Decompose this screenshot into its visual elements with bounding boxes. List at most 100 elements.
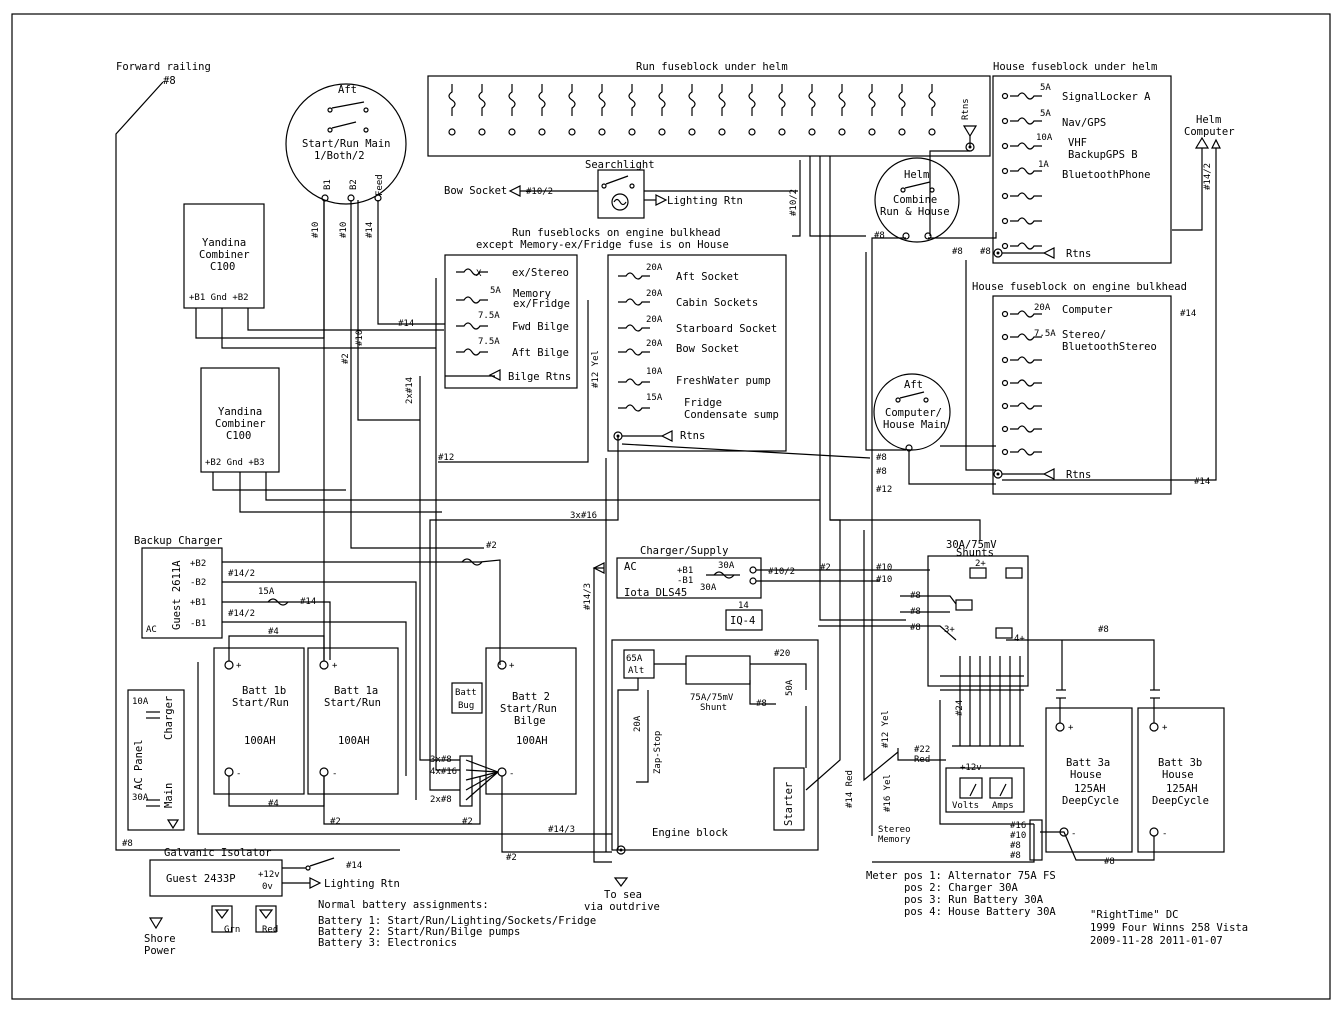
svg-text:BluetoothPhone: BluetoothPhone xyxy=(1062,169,1151,181)
svg-text:B1: B1 xyxy=(323,179,333,190)
aft-start-run-switch: Aft Start/Run Main 1/Both/2 B1 B2 Feed xyxy=(285,83,407,205)
svg-text:Charger: Charger xyxy=(163,696,175,740)
svg-text:14: 14 xyxy=(738,601,749,611)
svg-text:#14/3: #14/3 xyxy=(548,825,575,835)
svg-text:Main: Main xyxy=(163,783,175,808)
svg-text:4+: 4+ xyxy=(1014,634,1025,644)
svg-text:Lighting Rtn: Lighting Rtn xyxy=(667,195,743,207)
title-block: "RightTime" DC 1999 Four Winns 258 Vista… xyxy=(1090,909,1248,947)
svg-text:House Main: House Main xyxy=(883,419,946,431)
svg-text:#8: #8 xyxy=(1098,625,1109,635)
svg-text:#8: #8 xyxy=(876,467,887,477)
svg-text:Amps: Amps xyxy=(992,801,1014,811)
svg-text:+12v: +12v xyxy=(960,763,982,773)
svg-text:30A: 30A xyxy=(132,793,149,803)
svg-text:Normal battery assignments:: Normal battery assignments: xyxy=(318,899,489,911)
svg-text:Shunt: Shunt xyxy=(700,703,727,713)
house-fuseblock-engine-bulkhead: House fuseblock on engine bulkhead 20A C… xyxy=(972,281,1187,495)
fuse-terminal xyxy=(838,128,846,136)
svg-text:#14/3: #14/3 xyxy=(583,583,593,610)
fuse-terminal xyxy=(1001,402,1009,410)
fuse-terminal xyxy=(1001,448,1009,456)
svg-text:#8: #8 xyxy=(874,231,885,241)
run-fuseblocks-engine-bulkhead: Run fuseblocks on engine bulkhead except… xyxy=(444,227,787,452)
svg-text:IQ-4: IQ-4 xyxy=(730,615,755,627)
charger-supply: Charger/Supply AC +B1 -B1 30A 30A Iota D… xyxy=(592,545,763,631)
svg-text:#10: #10 xyxy=(339,222,349,238)
svg-text:C100: C100 xyxy=(210,261,235,273)
backup-charger: Backup Charger +B2 -B2 +B1 -B1 Guest 261… xyxy=(134,535,275,639)
house-helm-fuse xyxy=(1010,142,1042,150)
svg-text:Yandina: Yandina xyxy=(202,237,246,249)
run-bulkhead-fuse xyxy=(456,268,488,276)
svg-text:#8: #8 xyxy=(1010,851,1021,861)
fuse-terminal xyxy=(778,128,786,136)
svg-text:Backup Charger: Backup Charger xyxy=(134,535,223,547)
fuse-terminal xyxy=(1001,167,1009,175)
svg-text:except Memory-ex/Fridge fuse i: except Memory-ex/Fridge fuse is on House xyxy=(476,239,729,251)
svg-text:100AH: 100AH xyxy=(244,735,276,747)
svg-text:ex/Stereo: ex/Stereo xyxy=(512,267,569,279)
svg-text:#2: #2 xyxy=(820,563,831,573)
run-helm-fuse xyxy=(568,84,576,116)
svg-text:#10: #10 xyxy=(1010,831,1026,841)
fuse-terminal xyxy=(538,128,546,136)
svg-text:100AH: 100AH xyxy=(516,735,548,747)
svg-text:Helm: Helm xyxy=(1196,114,1221,126)
svg-text:#12 Yel: #12 Yel xyxy=(591,350,601,388)
svg-text:Batt: Batt xyxy=(455,688,477,698)
svg-text:#10/2: #10/2 xyxy=(526,187,553,197)
run-bulkhead-fuse xyxy=(456,348,488,356)
svg-text:Bug: Bug xyxy=(458,701,474,711)
svg-text:3+: 3+ xyxy=(944,625,955,635)
svg-text:#2: #2 xyxy=(486,541,497,551)
run-helm-fuse xyxy=(538,84,546,116)
svg-text:#12 Yel: #12 Yel xyxy=(881,710,891,748)
svg-text:1999 Four Winns 258 Vista: 1999 Four Winns 258 Vista xyxy=(1090,922,1248,934)
run-bulkhead-fuse xyxy=(618,348,650,356)
svg-text:Batt 3a: Batt 3a xyxy=(1066,757,1110,769)
svg-text:#14: #14 xyxy=(300,597,316,607)
svg-text:Computer: Computer xyxy=(1184,126,1235,138)
house-fuseblock-helm-title: House fuseblock under helm xyxy=(993,61,1157,73)
svg-text:To sea: To sea xyxy=(604,889,642,901)
run-helm-fuse xyxy=(928,84,936,116)
svg-text:pos 4: House Battery 30A: pos 4: House Battery 30A xyxy=(904,906,1056,918)
svg-text:2x#8: 2x#8 xyxy=(430,795,452,805)
engine-block: Engine block 65A Alt 75A/75mV Shunt 50A … xyxy=(611,639,819,887)
svg-text:#10: #10 xyxy=(355,330,365,346)
fuse-terminal xyxy=(898,128,906,136)
svg-text:Start/Run: Start/Run xyxy=(500,703,557,715)
svg-text:Galvanic Isolator: Galvanic Isolator xyxy=(164,847,271,859)
svg-text:#8: #8 xyxy=(1010,841,1021,851)
svg-text:Rtns: Rtns xyxy=(1066,469,1091,481)
svg-text:15A: 15A xyxy=(646,393,663,403)
battery-1a: + - Batt 1a Start/Run 100AH xyxy=(307,647,399,795)
bow-socket-feed: Bow Socket #10/2 xyxy=(444,185,598,197)
svg-text:#10/2: #10/2 xyxy=(768,567,795,577)
svg-text:#8: #8 xyxy=(952,247,963,257)
svg-text:Combine: Combine xyxy=(893,194,937,206)
run-helm-fuse xyxy=(718,84,726,116)
svg-text:Fwd Bilge: Fwd Bilge xyxy=(512,321,569,333)
svg-text:Rtns: Rtns xyxy=(961,98,971,120)
svg-text:#14: #14 xyxy=(1180,309,1196,319)
svg-text:BackupGPS B: BackupGPS B xyxy=(1068,149,1138,161)
fuse-terminal xyxy=(688,128,696,136)
svg-text:30A: 30A xyxy=(718,561,735,571)
wire-labels: #14 #10 #10 #14 #2 #10 2x#14 #12 Yel #10… xyxy=(122,189,1210,867)
svg-text:-: - xyxy=(1162,829,1167,839)
svg-text:20A: 20A xyxy=(646,263,663,273)
svg-text:#4: #4 xyxy=(268,627,279,637)
svg-text:5A: 5A xyxy=(1040,83,1051,93)
svg-text:Shore: Shore xyxy=(144,933,176,945)
run-helm-fuse xyxy=(898,84,906,116)
svg-text:65A: 65A xyxy=(626,654,643,664)
svg-text:20A: 20A xyxy=(646,315,663,325)
svg-text:C100: C100 xyxy=(226,430,251,442)
forward-railing: Forward railing #8 xyxy=(115,61,400,851)
svg-text:5A: 5A xyxy=(1040,109,1051,119)
fuse-terminal xyxy=(748,128,756,136)
